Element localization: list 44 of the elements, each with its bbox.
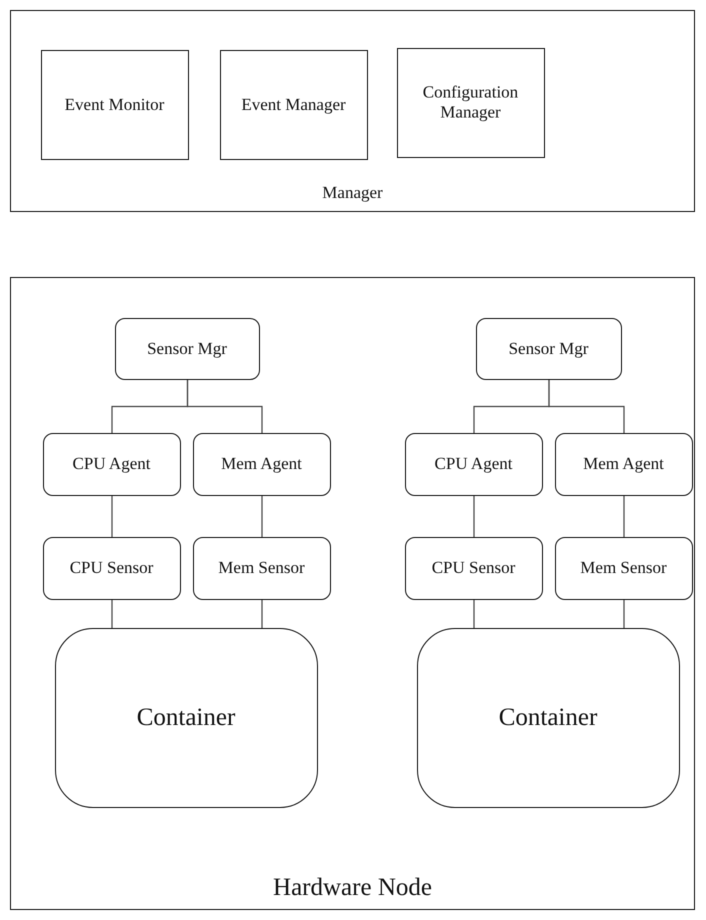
- container-panel: [10, 277, 695, 910]
- rounded-box: [192, 536, 330, 600]
- node-label: Container: [498, 702, 598, 732]
- node-label: Sensor Mgr: [146, 338, 228, 359]
- rounded-box: [42, 536, 180, 600]
- node-label: Hardware Node: [272, 873, 433, 903]
- rounded-box: [54, 628, 318, 808]
- container-panel: [10, 10, 695, 212]
- process-box: [40, 50, 188, 160]
- connector-line: [261, 496, 263, 537]
- connector-line: [111, 496, 113, 537]
- node-label: Event Manager: [240, 94, 347, 115]
- connector-line: [111, 600, 113, 628]
- connector-line: [473, 496, 475, 537]
- node-label: Configuration Manager: [422, 82, 520, 123]
- rounded-box: [554, 432, 692, 496]
- rounded-box: [554, 536, 692, 600]
- node-label: Mem Sensor: [217, 558, 306, 578]
- node-label: CPU Sensor: [430, 558, 516, 578]
- rounded-box: [476, 318, 622, 380]
- node-label: CPU Agent: [434, 454, 514, 474]
- node-label: Manager: [321, 182, 384, 203]
- process-box: [396, 48, 544, 158]
- connector-line: [548, 380, 625, 433]
- connector-line: [186, 380, 263, 433]
- connector-line: [623, 600, 625, 628]
- rounded-box: [416, 628, 680, 808]
- node-label: CPU Agent: [72, 454, 152, 474]
- connector-line: [623, 496, 625, 537]
- node-label: Mem Sensor: [579, 558, 668, 578]
- process-box: [220, 50, 368, 160]
- node-label: Container: [136, 702, 236, 732]
- connector-line: [473, 600, 475, 628]
- rounded-box: [42, 432, 180, 496]
- node-label: Mem Agent: [582, 454, 665, 474]
- rounded-box: [192, 432, 330, 496]
- rounded-box: [114, 318, 260, 380]
- node-label: Sensor Mgr: [508, 338, 590, 359]
- connector-line: [261, 600, 263, 628]
- node-label: Mem Agent: [220, 454, 303, 474]
- node-label: CPU Sensor: [68, 558, 154, 578]
- node-label: Event Monitor: [64, 94, 166, 115]
- rounded-box: [404, 536, 542, 600]
- rounded-box: [404, 432, 542, 496]
